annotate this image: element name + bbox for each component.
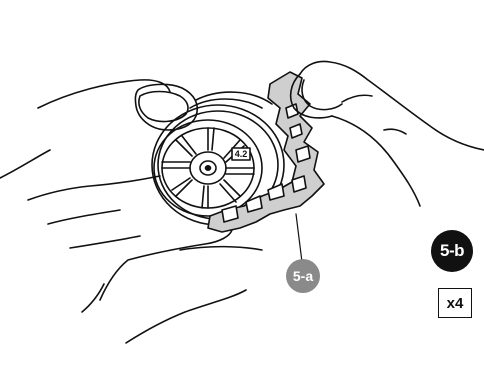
right-hand-drawing	[289, 60, 484, 207]
callout-5a-badge: 5-a	[286, 259, 320, 293]
part-label: 4.2	[235, 149, 248, 159]
left-thumb-drawing	[134, 83, 198, 131]
callout-label: 5-a	[292, 268, 314, 284]
step-badge: 5-b	[431, 230, 473, 272]
track-links-drawing	[207, 71, 325, 233]
quantity-label: x4	[446, 294, 464, 312]
step-label: 5-b	[440, 241, 465, 260]
quantity-box: x4	[438, 288, 472, 318]
callout-leader-line	[295, 213, 303, 263]
